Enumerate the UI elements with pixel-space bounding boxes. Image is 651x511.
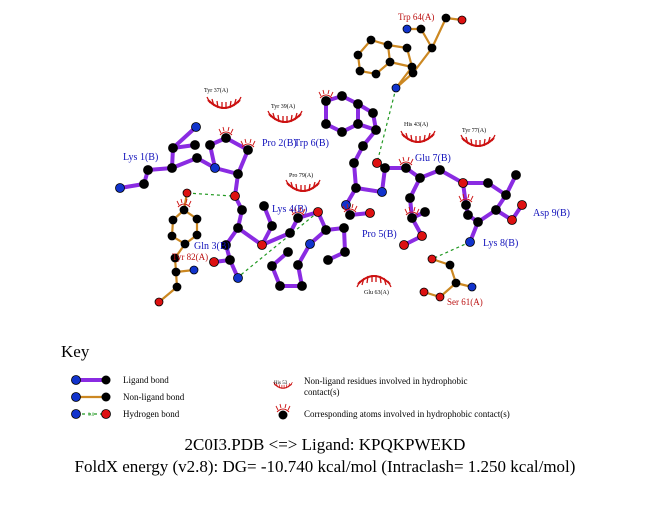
label-trp6: Trp 6(B) xyxy=(294,138,329,149)
glu63-hydrophobic-arc xyxy=(356,274,392,288)
label-tyr39: Tyr 39(A) xyxy=(271,103,295,110)
hbond-residue-labels: Trp 64(A) Tyr 82(A) Ser 61(A) xyxy=(172,12,483,307)
hbond-tyr82-lys1 xyxy=(186,192,233,197)
key-ligand-atom-c xyxy=(101,375,111,385)
label-his43: His 43(A) xyxy=(404,121,428,128)
key-hydrophobic-atoms-label: Corresponding atoms involved in hydropho… xyxy=(304,409,510,419)
label-pro79: Pro 79(A) xyxy=(289,172,313,179)
caption-line-1: 2C0I3.PDB <=> Ligand: KPQKPWEKD xyxy=(185,435,466,454)
caption-line-2: FoldX energy (v2.8): DG= -10.740 kcal/mo… xyxy=(75,457,576,476)
label-asp9: Asp 9(B) xyxy=(533,208,570,219)
label-tyr82: Tyr 82(A) xyxy=(172,252,208,262)
label-gln3: Gln 3(B) xyxy=(194,241,230,252)
hbond-lys8-ser61 xyxy=(431,241,471,260)
hydrogen-bonds xyxy=(186,87,471,279)
key-hbond-atom-n xyxy=(71,409,81,419)
label-lys4: Lys 4(B) xyxy=(272,204,307,215)
key-hydrophobic-residues-label-1: Non-ligand residues involved in hydropho… xyxy=(304,376,467,386)
label-pro5: Pro 5(B) xyxy=(362,229,397,240)
key-hbond-atom-o xyxy=(101,409,111,419)
label-ser61: Ser 61(A) xyxy=(447,297,483,307)
label-trp64: Trp 64(A) xyxy=(398,12,434,22)
label-pro2: Pro 2(B) xyxy=(262,138,297,149)
key-ligand-bond-label: Ligand bond xyxy=(123,375,169,385)
label-glu7: Glu 7(B) xyxy=(415,153,451,164)
key-ligand-atom-n xyxy=(71,375,81,385)
key-hbond-label: Hydrogen bond xyxy=(123,409,180,419)
label-glu63: Glu 63(A) xyxy=(364,289,389,296)
key-hbond-length: 3.0 xyxy=(88,413,95,418)
ligand-residue-labels: Lys 1(B) Pro 2(B) Trp 6(B) Gln 3(B) Lys … xyxy=(123,138,570,252)
key-hydrophobic-atom xyxy=(278,410,288,420)
hydrophobic-residue-labels: Tyr 37(A) Tyr 39(A) His 43(A) Tyr 77(A) … xyxy=(204,87,486,296)
key-legend: Key Ligand bond Non-ligand bond 3.0 Hydr… xyxy=(61,342,510,420)
label-tyr37: Tyr 37(A) xyxy=(204,87,228,94)
key-nonligand-bond-label: Non-ligand bond xyxy=(123,392,185,402)
key-sample-residue: His 53 xyxy=(274,381,288,386)
hbond-trp64-trp6 xyxy=(376,87,397,164)
key-nonligand-atom-n xyxy=(71,392,81,402)
his43-hydrophobic-arc xyxy=(400,130,436,144)
label-tyr77: Tyr 77(A) xyxy=(462,127,486,134)
label-lys8: Lys 8(B) xyxy=(483,238,518,249)
pro79-hydrophobic-arc xyxy=(285,179,321,193)
key-nonligand-atom-c xyxy=(101,392,111,402)
tyr77-hydrophobic-arc xyxy=(460,134,496,148)
atoms xyxy=(115,13,527,307)
tyr39-hydrophobic-arc xyxy=(267,110,303,124)
label-lys1: Lys 1(B) xyxy=(123,152,158,163)
key-hydrophobic-residues-label-2: contact(s) xyxy=(304,387,339,397)
key-title: Key xyxy=(61,342,90,361)
tyr37-hydrophobic-arc xyxy=(206,96,242,110)
